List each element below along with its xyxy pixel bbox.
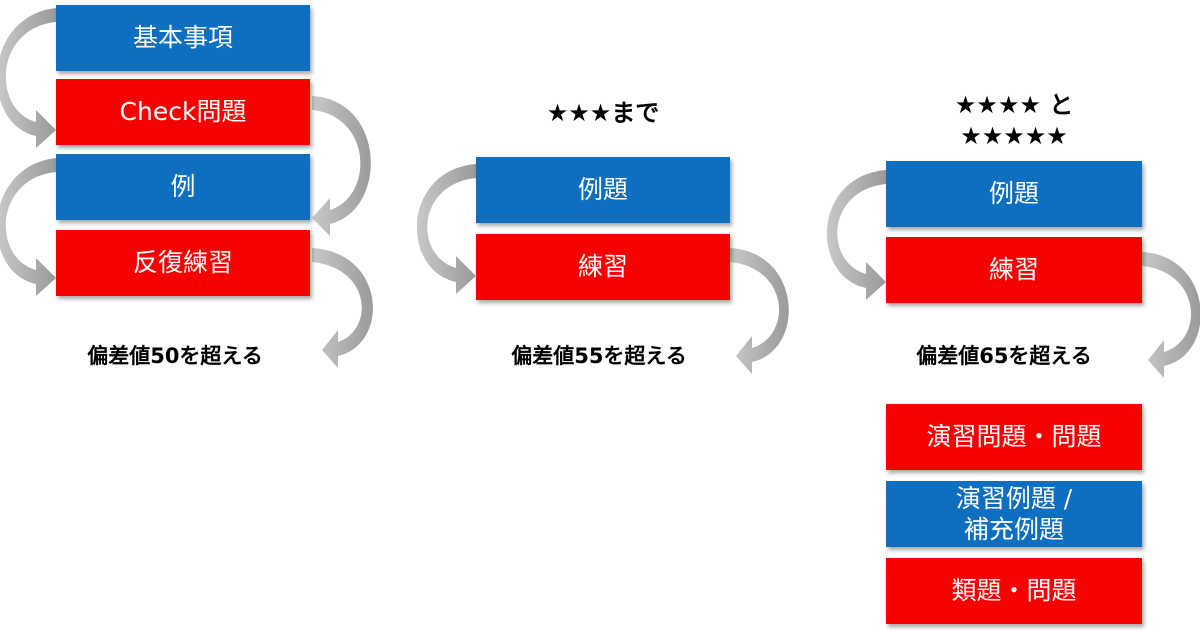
- loop-arrow-left: [826, 170, 886, 300]
- step-box-repeat: 反復練習: [56, 230, 310, 296]
- loop-arrow-right: [312, 248, 373, 368]
- step-box-example: 例: [56, 154, 310, 220]
- stars-col2: ★★★まで: [546, 99, 660, 127]
- step-box-renshu-3: 練習: [886, 237, 1142, 303]
- step-box-reidai: 例題: [476, 157, 730, 223]
- loop-arrow-right: [312, 96, 371, 236]
- step-box-enshu-mondai: 演習問題・問題: [886, 404, 1142, 470]
- caption-col2: 偏差値55を超える: [511, 344, 687, 368]
- step-box-reidai-3: 例題: [886, 161, 1142, 227]
- step-box-renshu: 練習: [476, 234, 730, 300]
- stars-col3: ★★★★ と ★★★★★: [954, 91, 1074, 151]
- caption-col3: 偏差値65を超える: [916, 344, 1092, 368]
- loop-arrow-right: [730, 248, 789, 374]
- step-box-check: Check問題: [56, 79, 310, 145]
- caption-col1: 偏差値50を超える: [87, 344, 263, 368]
- step-box-basic: 基本事項: [56, 5, 310, 71]
- loop-arrow-left: [0, 8, 56, 148]
- step-box-enshu-reidai: 演習例題 / 補充例題: [886, 481, 1142, 547]
- loop-arrow-left: [416, 164, 476, 294]
- loop-arrow-left: [0, 158, 56, 296]
- step-box-ruidai: 類題・問題: [886, 558, 1142, 624]
- loop-arrow-right: [1142, 252, 1200, 378]
